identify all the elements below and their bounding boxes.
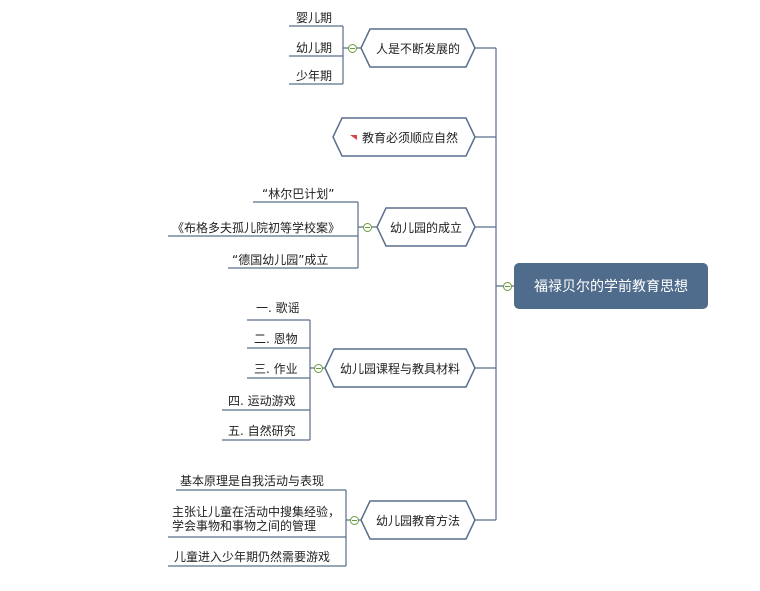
branch-topic-1[interactable]: 人是不断发展的 [360, 28, 476, 68]
b3-leaf-1[interactable]: “林尔巴计划” [262, 187, 335, 201]
b4-leaf-4[interactable]: 四. 运动游戏 [228, 394, 296, 408]
branch-4-label: 幼儿园课程与教具材料 [339, 361, 460, 376]
b5-leaf-2[interactable]: 主张让儿童在活动中搜集经验，学会事物和事物之间的管理 [172, 505, 341, 533]
b5-leaf-1[interactable]: 基本原理是自我活动与表现 [180, 474, 325, 488]
branch-5-collapse-toggle[interactable] [350, 516, 359, 525]
branch-4-collapse-toggle[interactable] [314, 364, 323, 373]
branch-1-label: 人是不断发展的 [375, 41, 460, 56]
branch-5-label: 幼儿园教育方法 [375, 513, 460, 528]
red-flag-icon [349, 134, 357, 140]
branch-3-shape [376, 207, 476, 247]
b1-leaf-1[interactable]: 婴儿期 [296, 11, 333, 25]
b3-leaf-2[interactable]: 《布格多夫孤儿院初等学校案》 [172, 221, 341, 235]
root-topic[interactable]: 福禄贝尔的学前教育思想 [514, 263, 708, 309]
branch-topic-4[interactable]: 幼儿园课程与教具材料 [324, 348, 476, 388]
root-topic-label: 福禄贝尔的学前教育思想 [534, 279, 688, 295]
branch-1-collapse-toggle[interactable] [348, 44, 357, 53]
b3-leaf-3[interactable]: “德国幼儿园”成立 [232, 253, 329, 267]
branch-2-label: 教育必须顺应自然 [361, 130, 458, 145]
b4-leaf-2[interactable]: 二. 恩物 [254, 332, 298, 346]
b4-leaf-3[interactable]: 三. 作业 [254, 362, 298, 376]
branch-4-shape [324, 348, 476, 388]
b5-leaf-3[interactable]: 儿童进入少年期仍然需要游戏 [174, 550, 331, 564]
branch-topic-2[interactable]: 教育必须顺应自然 [332, 117, 476, 157]
branch-3-collapse-toggle[interactable] [363, 223, 372, 232]
root-collapse-toggle[interactable] [503, 282, 512, 291]
branch-3-label: 幼儿园的成立 [389, 220, 462, 235]
branch-topic-5[interactable]: 幼儿园教育方法 [360, 500, 476, 540]
branch-topic-3[interactable]: 幼儿园的成立 [376, 207, 476, 247]
branch-2-shape [332, 117, 476, 157]
b4-leaf-1[interactable]: 一. 歌谣 [256, 301, 300, 315]
b1-leaf-2[interactable]: 幼儿期 [296, 41, 333, 55]
b1-leaf-3[interactable]: 少年期 [296, 69, 333, 83]
b4-leaf-5[interactable]: 五. 自然研究 [228, 424, 296, 438]
branch-5-shape [360, 500, 476, 540]
branch-1-shape [360, 28, 476, 68]
